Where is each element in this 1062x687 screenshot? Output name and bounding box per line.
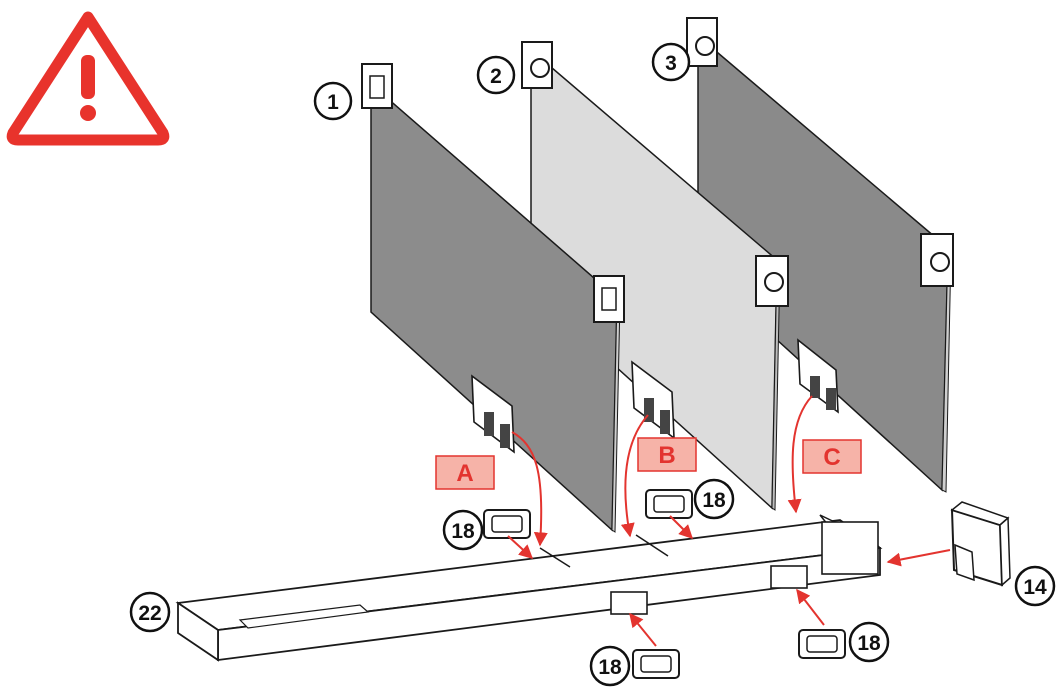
callout-connector-18-middle: 18 — [693, 478, 735, 520]
panel-1-side-bracket — [593, 275, 625, 323]
callout-panel-1: 1 — [313, 81, 353, 121]
arrow-panel-3-to-rail — [787, 395, 813, 514]
step-a: A — [435, 455, 495, 490]
panel-3-top-bracket — [686, 17, 718, 67]
callout-connector-18-middle-number: 18 — [702, 489, 726, 512]
connector-18-bottom — [632, 649, 680, 679]
arrow-connector-middle — [669, 515, 693, 539]
arrow-panel-2-to-rail — [620, 414, 649, 538]
callout-panel-3-number: 3 — [665, 52, 677, 75]
callout-base-rail-number: 22 — [138, 602, 161, 625]
arrow-end-cap — [886, 549, 951, 567]
arrow-connector-bottom — [629, 612, 657, 647]
callout-panel-2: 2 — [476, 55, 516, 95]
warning-triangle-icon — [6, 11, 170, 146]
panel-3-foot-bracket — [797, 338, 839, 414]
arrow-panel-1-to-rail — [511, 431, 548, 547]
step-a-label: A — [456, 460, 473, 487]
end-cap — [950, 501, 1011, 587]
base-rail — [175, 514, 883, 662]
connector-18-right — [798, 629, 846, 659]
arrow-connector-left — [507, 535, 534, 559]
panel-3 — [686, 17, 954, 493]
panel-2-top-bracket — [521, 41, 553, 89]
callout-connector-18-bottom-number: 18 — [598, 656, 622, 679]
callout-panel-1-number: 1 — [327, 91, 339, 114]
panel-1-top-bracket — [361, 63, 393, 109]
panel-1 — [361, 63, 625, 533]
step-b-label: B — [658, 442, 675, 469]
callout-connector-18-right: 18 — [848, 621, 890, 663]
connector-18-left — [483, 509, 531, 539]
panel-2-side-bracket — [755, 255, 789, 307]
panel-2 — [521, 41, 789, 511]
step-b: B — [637, 437, 697, 472]
callout-connector-18-left-number: 18 — [451, 520, 475, 543]
callout-panel-3: 3 — [651, 42, 691, 82]
connector-18-middle — [645, 489, 693, 519]
step-c: C — [802, 439, 862, 474]
callout-connector-18-bottom: 18 — [589, 645, 631, 687]
panel-3-side-bracket — [920, 233, 954, 287]
callout-base-rail: 22 — [129, 591, 171, 633]
assembly-arrows — [507, 395, 951, 647]
callout-end-cap: 14 — [1014, 565, 1056, 607]
step-c-label: C — [823, 444, 840, 471]
callout-end-cap-number: 14 — [1023, 576, 1047, 599]
callout-connector-18-right-number: 18 — [857, 632, 881, 655]
panel-1-foot-bracket — [471, 374, 515, 454]
arrow-connector-right — [796, 588, 825, 626]
callout-panel-2-number: 2 — [490, 65, 502, 88]
callout-connector-18-left: 18 — [442, 509, 484, 551]
